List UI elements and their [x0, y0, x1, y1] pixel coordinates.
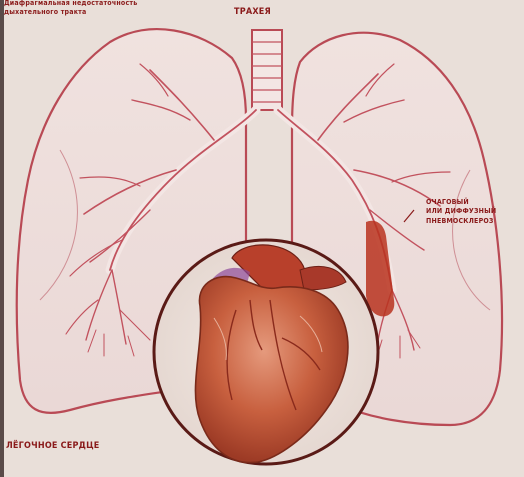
- sclerosis-label-line2: ИЛИ ДИФФУЗНЫЙ: [426, 208, 496, 215]
- heart-label: ЛЁГОЧНОЕ СЕРДЦЕ: [6, 442, 100, 451]
- sclerosis-label-line3: ПНЕВМОСКЛЕРОЗ: [426, 218, 496, 225]
- left-edge-bar: [0, 0, 4, 477]
- trachea: [252, 30, 282, 110]
- trachea-label: ТРАХЕЯ: [234, 8, 271, 17]
- top-left-caption-line2: дыхательного тракта: [4, 9, 137, 16]
- sclerosis-label-line1: ОЧАГОВЫЙ: [426, 199, 496, 206]
- heart-inset: [154, 240, 378, 464]
- sclerosis-label: ОЧАГОВЫЙ ИЛИ ДИФФУЗНЫЙ ПНЕВМОСКЛЕРОЗ: [426, 199, 496, 225]
- top-left-caption: Диафрагмальная недостаточность дыхательн…: [4, 0, 137, 17]
- top-left-caption-line1: Диафрагмальная недостаточность: [4, 0, 137, 7]
